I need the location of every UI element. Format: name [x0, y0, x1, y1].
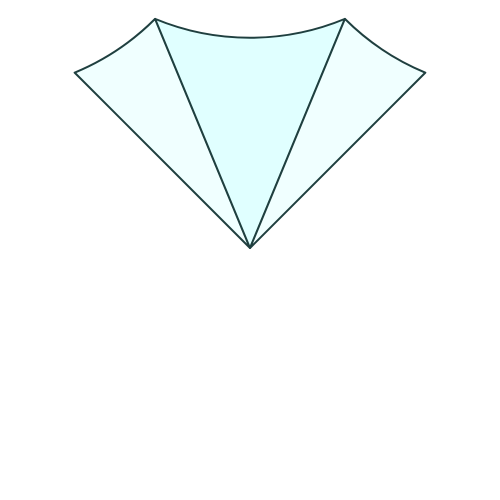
sector-middle: [154, 17, 346, 249]
sector-group: [73, 17, 427, 249]
sector-right: [249, 17, 427, 249]
